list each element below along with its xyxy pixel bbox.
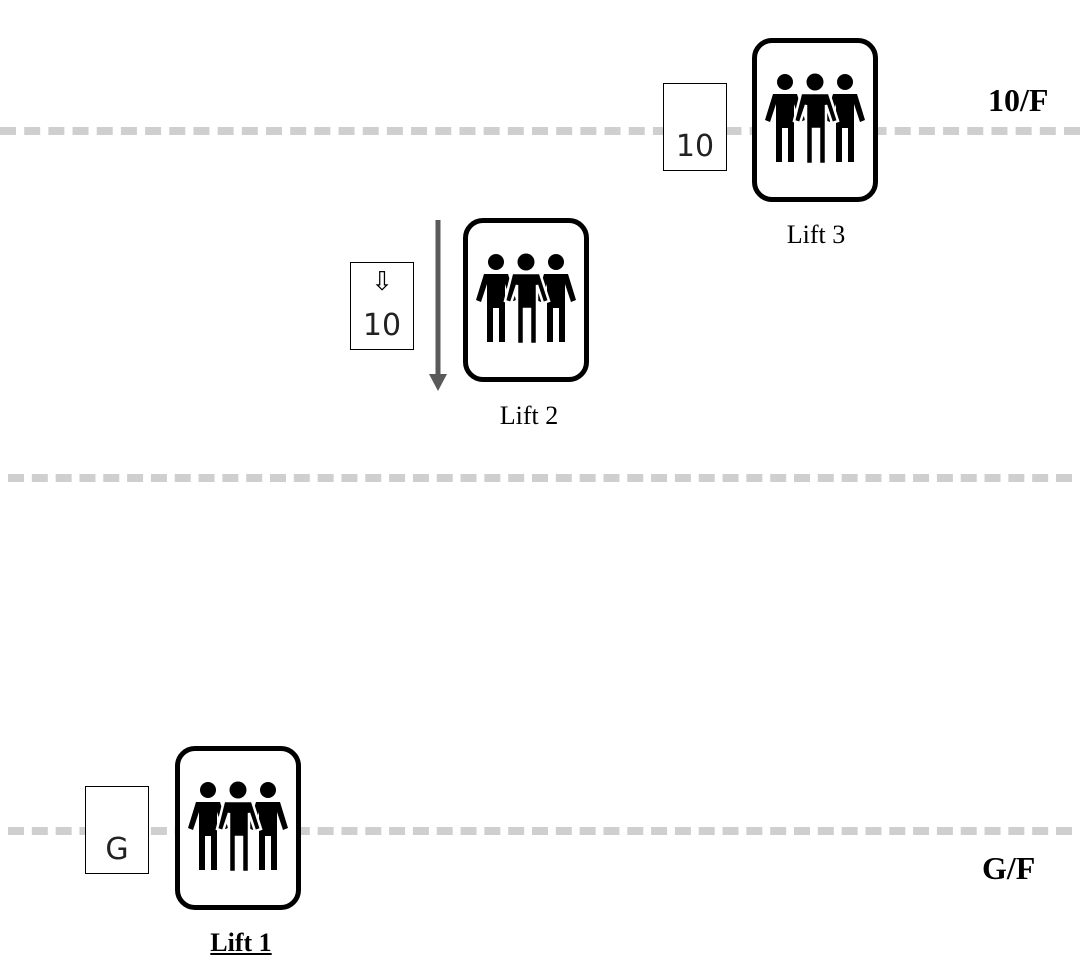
floor-label-gf: G/F — [982, 850, 1036, 886]
floor-line-10f — [0, 127, 1080, 135]
lift-2-label: Lift 2 — [499, 401, 559, 430]
people-group-icon — [765, 73, 865, 166]
lift-2-car[interactable] — [463, 218, 589, 382]
people-group-icon — [188, 781, 288, 874]
lift-2-floor-panel: ⇩ 10 — [350, 262, 414, 350]
lift-1-car[interactable] — [175, 746, 301, 910]
lift-3-floor-display: 10 — [675, 129, 715, 164]
floor-label-10f: 10/F — [988, 82, 1049, 118]
down-arrow-icon: ⇩ — [371, 267, 393, 297]
lift-1-floor-display: G — [105, 832, 129, 867]
floor-line-middle — [8, 474, 1072, 482]
people-group-icon — [476, 253, 576, 346]
lift-3-floor-panel: 10 — [663, 83, 727, 171]
lift-3-car[interactable] — [752, 38, 878, 202]
floor-line-gf — [8, 827, 1072, 835]
lift-1-label: Lift 1 — [210, 928, 272, 957]
lift-2-motion-arrow — [429, 220, 447, 391]
lift-1-floor-panel: G — [85, 786, 149, 874]
lift-3-label: Lift 3 — [786, 220, 846, 249]
lift-2-floor-display: 10 — [362, 308, 402, 343]
